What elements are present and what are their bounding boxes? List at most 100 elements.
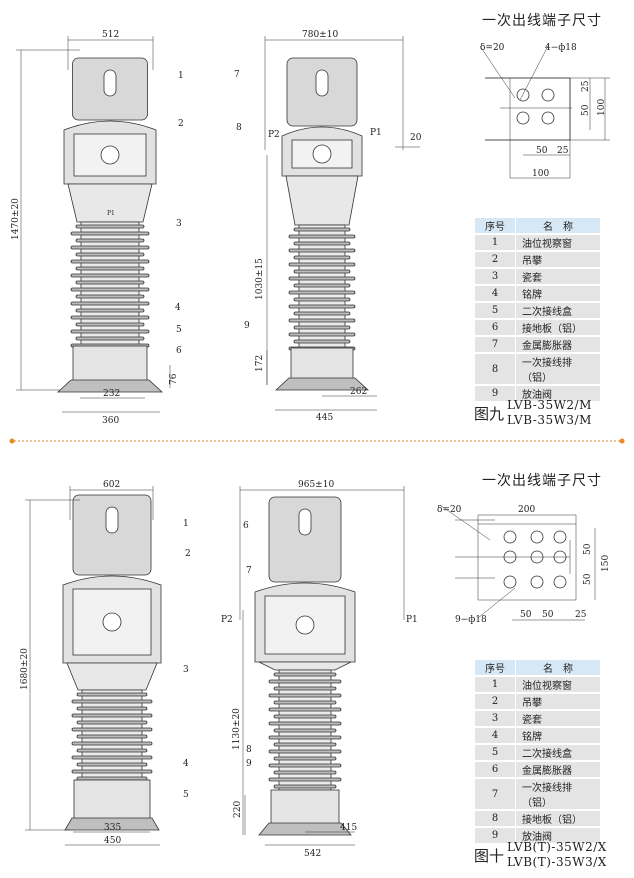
insulator-shed — [76, 748, 148, 753]
model-name: LVB(T)-35W2/X — [507, 840, 607, 854]
terminal-w1: 50 — [536, 146, 548, 156]
terminal-d1: 25 — [581, 80, 591, 92]
callout-5: 5 — [176, 325, 182, 335]
insulator-shed — [293, 227, 351, 232]
part-name: 铭牌 — [516, 286, 600, 301]
part-name: 接地板（铝） — [516, 811, 600, 826]
terminal-d1: 50 — [583, 543, 593, 555]
callout-7: 7 — [246, 566, 252, 576]
part-number: 4 — [475, 286, 515, 301]
insulator-shed — [70, 287, 150, 292]
label-p1: P1 — [370, 128, 382, 138]
label-p2: P2 — [268, 130, 280, 140]
insulator-shed — [273, 714, 337, 719]
insulator-shed — [70, 301, 150, 306]
bolt-hole — [541, 88, 555, 102]
insulator-shed — [75, 294, 145, 299]
insulator-shed — [288, 318, 356, 323]
terminal-w1: 50 — [520, 610, 532, 620]
figure-label: 图九 — [474, 404, 505, 423]
insulator-shed — [293, 339, 351, 344]
terminal-width: 200 — [518, 505, 535, 515]
dim-base-inner: 232 — [103, 389, 120, 399]
callout-8: 8 — [236, 123, 242, 133]
part-number: 1 — [475, 677, 515, 692]
bolt-hole — [516, 88, 530, 102]
insulator-shed — [288, 248, 356, 253]
expander-tank — [72, 494, 152, 576]
insulator-shed — [70, 231, 150, 236]
insulator-shed — [293, 283, 351, 288]
terminal-ring — [312, 144, 332, 164]
insulator-shed — [268, 763, 342, 768]
terminal-holes: 9−ф18 — [455, 615, 487, 625]
insulator-shed — [273, 686, 337, 691]
oil-window — [315, 69, 329, 97]
dim-base: 542 — [304, 849, 321, 859]
insulator-shed — [268, 693, 342, 698]
bolt-hole — [530, 575, 544, 589]
insulator-shed — [288, 262, 356, 267]
bolt-hole — [541, 111, 555, 125]
terminal-d3: 150 — [601, 555, 611, 572]
insulator-shed — [288, 304, 356, 309]
insulator-shed — [273, 742, 337, 747]
part-name: 一次接线排（铝） — [516, 354, 600, 384]
part-name: 放油阀 — [516, 828, 600, 843]
base-feet — [274, 377, 370, 391]
bolt-hole — [516, 111, 530, 125]
dim-base-outer: 360 — [102, 416, 119, 426]
terminal-title: 一次出线端子尺寸 — [482, 473, 602, 489]
insulator-shed — [273, 770, 337, 775]
base-feet — [258, 822, 352, 836]
insulator-shed — [70, 315, 150, 320]
insulator-shed — [75, 280, 145, 285]
part-number: 7 — [475, 337, 515, 352]
callout-4: 4 — [183, 759, 189, 769]
insulator-shed — [71, 699, 153, 704]
insulator-shed — [75, 238, 145, 243]
terminal-title: 一次出线端子尺寸 — [482, 13, 602, 29]
part-name: 金属膨胀器 — [516, 337, 600, 352]
insulator-shed — [268, 749, 342, 754]
bolt-hole — [553, 530, 567, 544]
callout-6: 6 — [243, 521, 249, 531]
part-name: 瓷套 — [516, 269, 600, 284]
insulator-shed — [273, 728, 337, 733]
insulator-shed — [71, 755, 153, 760]
figure-label: 图十 — [474, 846, 505, 865]
insulator-shed — [293, 325, 351, 330]
model-name: LVB(T)-35W3/X — [507, 855, 607, 869]
dim-offset: 415 — [340, 823, 357, 833]
insulator-shed — [76, 734, 148, 739]
dim-side-height: 1130±20 — [232, 708, 242, 750]
insulator-shed — [293, 241, 351, 246]
divider-dot-right — [619, 438, 625, 444]
part-number: 7 — [475, 779, 515, 809]
insulator-shed — [268, 679, 342, 684]
insulator-shed — [75, 224, 145, 229]
insulator-shed — [75, 308, 145, 313]
callout-9: 9 — [246, 759, 252, 769]
terminal-d2: 50 — [581, 104, 591, 116]
part-number: 5 — [475, 745, 515, 760]
insulator-shed — [71, 713, 153, 718]
oil-window — [103, 69, 117, 97]
part-number: 9 — [475, 828, 515, 843]
part-number: 5 — [475, 303, 515, 318]
neck — [258, 661, 352, 671]
insulator-shed — [75, 322, 145, 327]
dim-side-width: 780±10 — [302, 30, 338, 40]
insulator-shed — [293, 269, 351, 274]
bolt-hole — [503, 575, 517, 589]
callout-6: 6 — [176, 346, 182, 356]
dim-base-h: 172 — [255, 355, 265, 372]
oil-window — [298, 508, 312, 536]
